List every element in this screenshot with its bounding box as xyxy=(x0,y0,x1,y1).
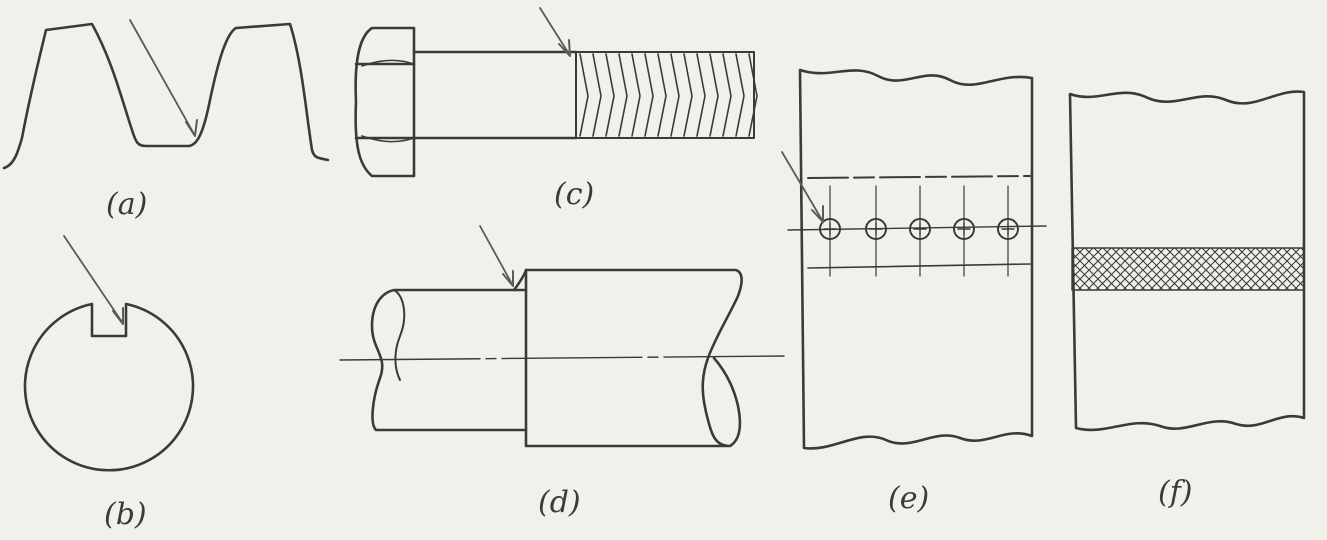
bolt-hex-face-top xyxy=(361,59,415,67)
plate-e-hole-row xyxy=(819,185,1019,277)
shaft-shoulder-fillet xyxy=(512,268,528,292)
bolt-thread-crest xyxy=(748,53,758,137)
shaft-centerline xyxy=(339,355,785,361)
label-c: (c) xyxy=(554,177,595,212)
shaft-shoulder-arrowhead xyxy=(502,270,514,287)
plate-holes-drawing xyxy=(781,68,1047,450)
bolt-thread-arrow xyxy=(539,7,570,55)
gear-tooth-profile xyxy=(2,22,330,170)
keyway-shaft-outline xyxy=(23,302,195,472)
bolt-thread-crest xyxy=(579,53,589,137)
label-a: (a) xyxy=(106,187,148,222)
label-b: (b) xyxy=(104,497,147,532)
plate-e-bottom-line xyxy=(807,263,1031,269)
plate-e-hole-arrow xyxy=(781,151,823,221)
bolt-thread-outline xyxy=(575,51,755,139)
bolt-thread-crest xyxy=(683,53,693,137)
label-f: (f) xyxy=(1158,475,1193,510)
shaft-shoulder-arrow xyxy=(479,225,513,285)
bolt-drawing xyxy=(354,7,758,178)
stepped-shaft-drawing xyxy=(339,225,785,448)
plate-e-top-dim-line xyxy=(807,175,1031,179)
bolt-thread-crest xyxy=(696,53,706,137)
gear-root-arrow xyxy=(129,19,195,135)
shaft-small-end xyxy=(393,289,406,381)
bolt-thread-crest xyxy=(735,53,745,137)
plate-f-outline xyxy=(1068,90,1306,432)
bolt-thread-arrowhead xyxy=(558,39,571,57)
keyway-arrowhead xyxy=(112,307,124,325)
keyway-arrow xyxy=(63,235,123,323)
bolt-hex-face-bottom xyxy=(361,135,415,143)
shaft-large-section xyxy=(524,268,743,448)
shaft-small-section xyxy=(370,288,528,432)
bolt-thread-lines xyxy=(579,53,758,137)
bolt-thread-crest xyxy=(644,53,654,137)
bolt-thread-crest xyxy=(722,53,732,137)
bolt-thread-crest xyxy=(605,53,615,137)
bolt-thread-crest xyxy=(670,53,680,137)
bolt-thread-crest xyxy=(592,53,602,137)
bolt-thread-crest xyxy=(657,53,667,137)
plate-e-hole-axis xyxy=(787,225,1047,231)
gear-root-arrowhead xyxy=(185,119,198,137)
label-d: (d) xyxy=(538,485,581,520)
plate-e-hole-arrowhead xyxy=(811,205,824,223)
keyway-drawing xyxy=(23,235,195,472)
bolt-thread-crest xyxy=(709,53,719,137)
bolt-shank xyxy=(412,50,578,140)
label-e: (e) xyxy=(888,481,930,516)
bolt-thread-crest xyxy=(618,53,628,137)
bolt-thread-crest xyxy=(631,53,641,137)
plate-f-knurled-band xyxy=(1071,247,1305,291)
bolt-hex-head xyxy=(354,26,416,178)
plate-e-outline xyxy=(798,68,1034,450)
knurled-plate-drawing xyxy=(1068,90,1306,432)
gear-tooth-drawing xyxy=(2,19,330,170)
